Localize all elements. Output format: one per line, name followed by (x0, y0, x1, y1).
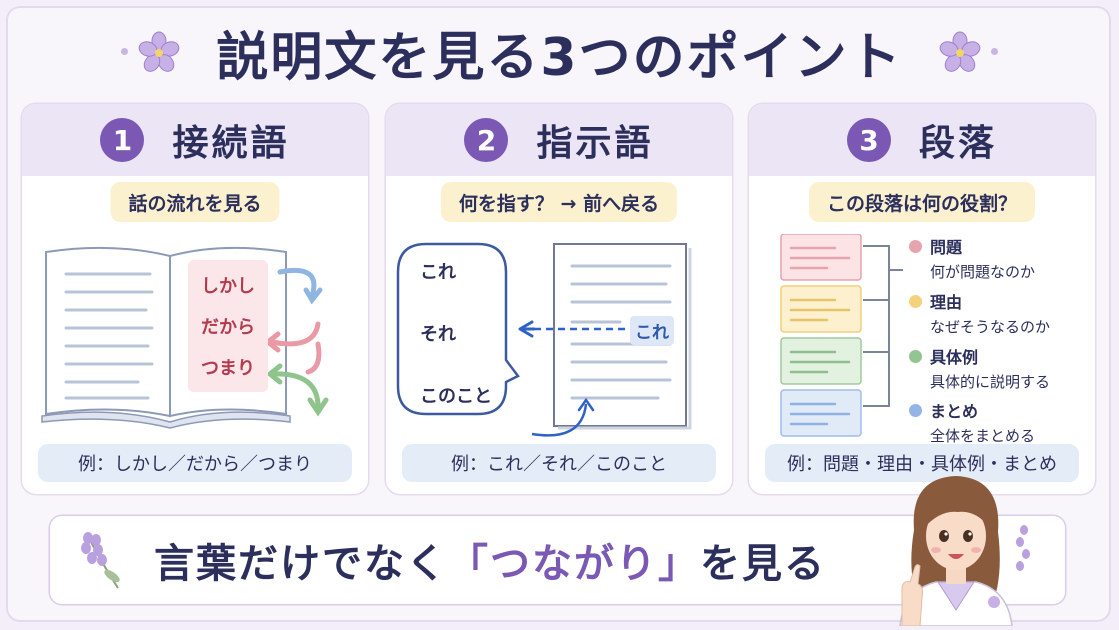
card-demonstratives: 2 指示語 何を指す？ → 前へ戻る これ それ このこと これ 例：これ／それ… (386, 104, 732, 494)
demonstrative-word-list: これ それ このこと (420, 258, 492, 408)
card-header: 3 段落 (749, 104, 1095, 176)
summary-text-before: 言葉だけでなく (154, 541, 448, 587)
paragraph-roles-illustration: 問題 何が問題なのか 理由 なぜそうなるのか 具体例 具体的に説明する まとめ … (749, 234, 1095, 446)
role-name: 問題 (930, 238, 963, 257)
card-header: 1 接続語 (22, 104, 368, 176)
summary-banner: 言葉だけでなく「つながり」を見る (50, 516, 1065, 604)
number-badge: 1 (100, 118, 145, 162)
card-title: 接続語 (172, 123, 290, 164)
role-description: 全体をまとめる (930, 427, 1036, 445)
role-item-reason: 理由 なぜそうなるのか (909, 289, 1050, 337)
card-conjunctions: 1 接続語 話の流れを見る (22, 104, 368, 494)
role-dot (909, 403, 922, 417)
role-description: 何が問題なのか (930, 263, 1036, 281)
role-description: 具体的に説明する (930, 373, 1051, 391)
card-title: 段落 (918, 123, 997, 164)
role-description: なぜそうなるのか (930, 318, 1051, 336)
conjunction-word: だから (201, 316, 255, 338)
book-illustration: しかし だから つまり (22, 234, 368, 444)
card-example: 例：しかし／だから／つまり (38, 444, 352, 482)
flower-icon (939, 31, 980, 72)
page-title: 説明文を見る3つのポイント (216, 28, 903, 88)
role-item-problem: 問題 何が問題なのか (909, 234, 1035, 282)
conjunction-word: つまり (201, 358, 255, 380)
teacher-character-illustration (899, 476, 1030, 626)
title-row: 説明文を見る3つのポイント (0, 10, 1119, 95)
role-name: 理由 (930, 293, 963, 312)
card-header: 2 指示語 (386, 104, 732, 176)
role-dot (909, 349, 922, 363)
number-badge: 2 (464, 118, 509, 162)
card-subtitle: この段落は何の役割？ (808, 182, 1036, 222)
role-item-example: 具体例 具体的に説明する (909, 344, 1050, 392)
summary-message: 言葉だけでなく「つながり」を見る (50, 516, 930, 604)
role-dot (909, 294, 922, 308)
sparkle-dot (121, 48, 128, 55)
role-dot (909, 239, 922, 253)
card-subtitle: 何を指す？ → 前へ戻る (440, 182, 678, 222)
highlighted-word: これ (630, 316, 674, 345)
card-example: 例：問題・理由・具体例・まとめ (765, 444, 1079, 482)
role-name: まとめ (930, 402, 979, 421)
card-paragraphs: 3 段落 この段落は何の役割？ (749, 104, 1095, 494)
reference-illustration: これ それ このこと これ (386, 234, 732, 444)
number-badge: 3 (846, 118, 891, 162)
role-item-summary: まとめ 全体をまとめる (909, 398, 1035, 446)
conjunction-word: しかし (201, 275, 255, 297)
demonstrative-word: それ (420, 324, 456, 345)
summary-text-accent: 「つながり」 (448, 541, 700, 587)
card-example: 例：これ／それ／このこと (402, 444, 716, 482)
demonstrative-word: これ (420, 262, 456, 283)
sparkle-dot (991, 48, 998, 55)
lavender-icon (81, 532, 120, 589)
summary-text-after: を見る (700, 541, 826, 587)
flower-icon (139, 31, 180, 72)
card-subtitle: 話の流れを見る (110, 182, 280, 222)
demonstrative-word: このこと (420, 386, 492, 407)
card-title: 指示語 (536, 123, 654, 164)
conjunction-word-box: しかし だから つまり (188, 260, 268, 392)
paragraph-blocks-icon (780, 234, 903, 437)
role-name: 具体例 (930, 348, 979, 367)
